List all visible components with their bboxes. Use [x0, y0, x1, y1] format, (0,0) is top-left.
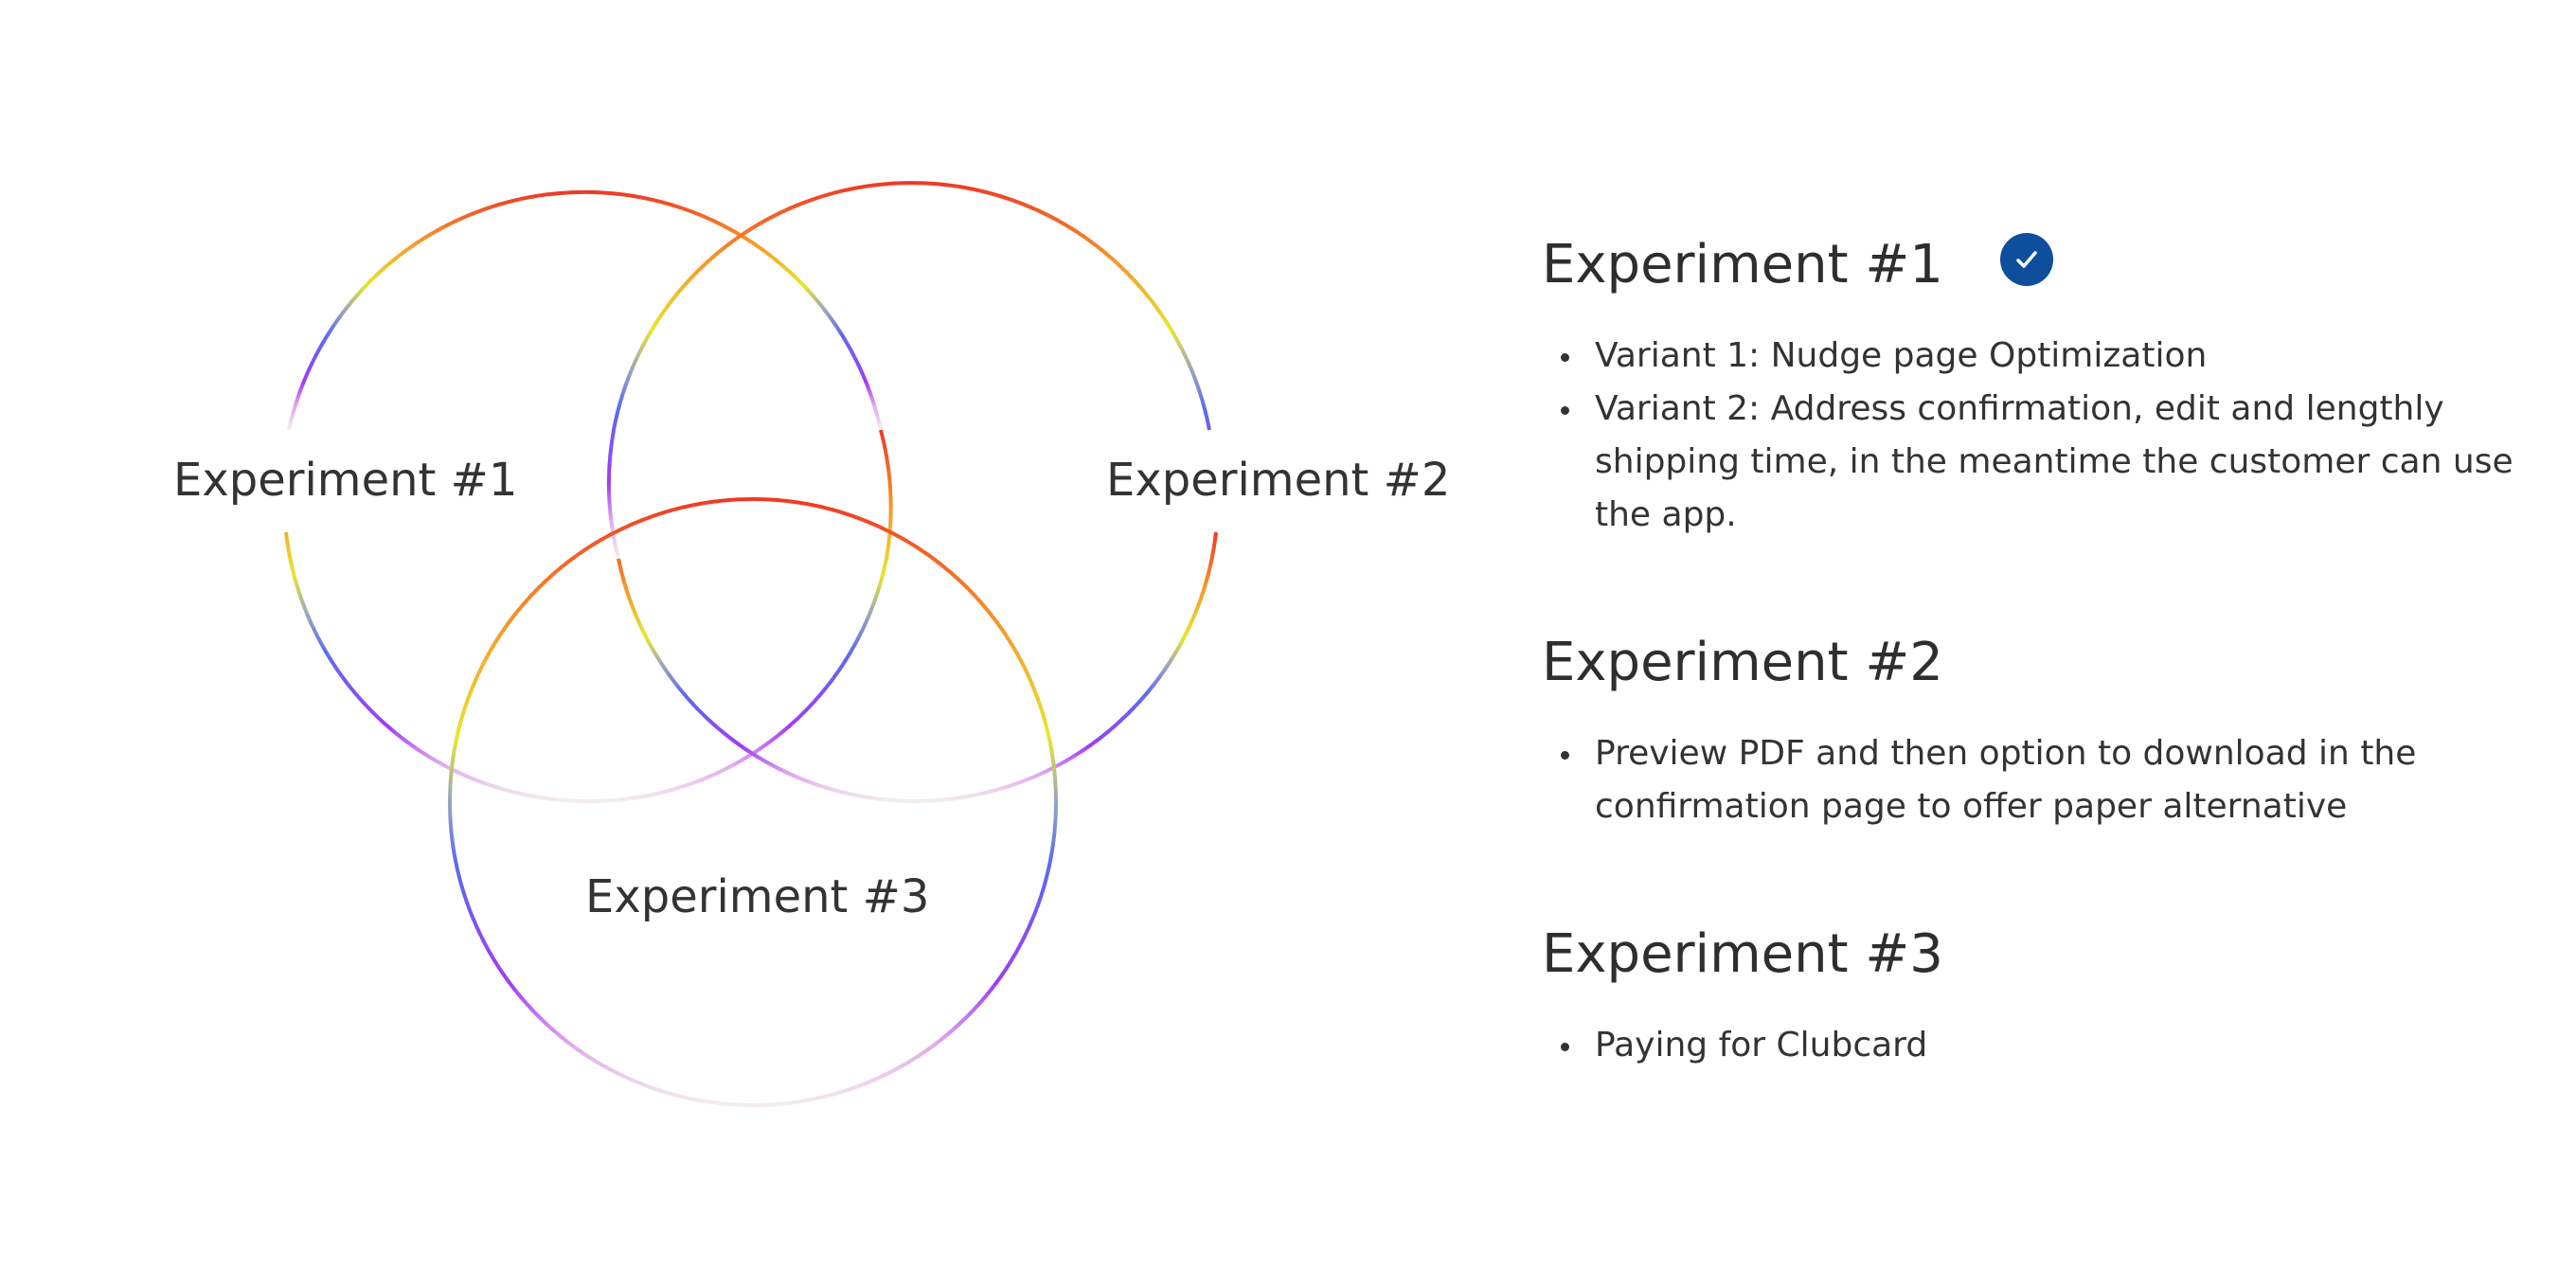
experiment-2-header: Experiment #2: [1542, 617, 2527, 708]
experiment-3-header: Experiment #3: [1542, 909, 2527, 1000]
checkmark-icon: [2016, 251, 2037, 268]
experiment-1-section: Experiment #1 Variant 1: Nudge page Opti…: [1542, 220, 2527, 542]
completed-badge: [1999, 233, 2053, 286]
venn-circle-experiment-2: [606, 181, 1218, 804]
experiment-3-title: Experiment #3: [1542, 923, 1943, 985]
venn-circle-experiment-3: [448, 497, 1058, 1107]
experiment-1-title: Experiment #1: [1542, 234, 1943, 295]
list-item: Variant 1: Nudge page Optimization: [1542, 330, 2527, 383]
experiment-2-title: Experiment #2: [1542, 632, 1943, 693]
venn-label-experiment-1: Experiment #1: [173, 454, 517, 507]
venn-circle-2-lower-arc: [617, 531, 1218, 804]
venn-circle-experiment-1: [284, 189, 893, 804]
list-item: Variant 2: Address confirmation, edit an…: [1542, 383, 2527, 542]
experiment-3-list: Paying for Clubcard: [1542, 1019, 2527, 1072]
experiment-2-section: Experiment #2 Preview PDF and then optio…: [1542, 617, 2527, 833]
venn-label-experiment-3: Experiment #3: [585, 870, 929, 923]
venn-circle-1-upper-arc: [287, 189, 883, 431]
venn-circle-2-upper-arc: [606, 181, 1211, 560]
venn-label-experiment-2: Experiment #2: [1106, 454, 1450, 507]
venn-circle-1-lower-arc: [284, 429, 893, 804]
venn-diagram: Experiment #1 Experiment #2 Experiment #…: [173, 181, 1450, 1107]
experiment-1-list: Variant 1: Nudge page Optimization Varia…: [1542, 330, 2527, 542]
experiment-details-panel: Experiment #1 Variant 1: Nudge page Opti…: [1542, 220, 2527, 1148]
experiment-2-list: Preview PDF and then option to download …: [1542, 727, 2527, 833]
experiment-1-header: Experiment #1: [1542, 220, 2527, 311]
list-item: Preview PDF and then option to download …: [1542, 727, 2527, 833]
experiment-3-section: Experiment #3 Paying for Clubcard: [1542, 909, 2527, 1072]
list-item: Paying for Clubcard: [1542, 1019, 2527, 1072]
